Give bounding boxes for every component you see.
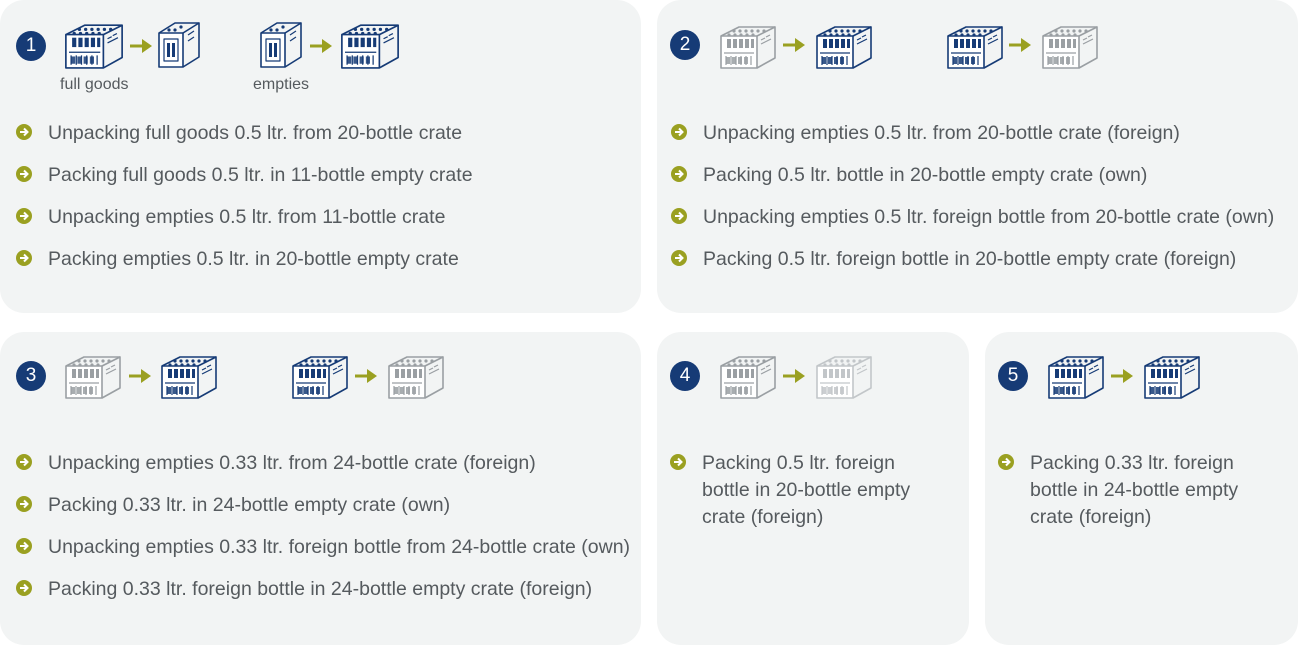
list-item: Packing 0.33 ltr. foreign bottle in 24-b… (998, 450, 1268, 531)
panel-number-badge: 4 (670, 361, 700, 391)
list-item: Packing full goods 0.5 ltr. in 11-bottle… (16, 162, 473, 189)
arrow-right-icon (1009, 37, 1033, 53)
panel-5: 5 Packing 0.33 ltr. foreign bottle in 24… (985, 332, 1298, 645)
own-crate-icon (1045, 352, 1107, 400)
arrow-bullet-icon (16, 538, 32, 554)
panel-1: 1 full goods empties Unpacking full good… (0, 0, 641, 313)
arrow-right-icon (783, 368, 807, 384)
arrow-bullet-icon (671, 166, 687, 182)
arrow-right-icon (310, 38, 334, 54)
panel-2: 2 Unpacking empties 0.5 ltr. from 20-bot… (657, 0, 1298, 313)
list-item: Packing 0.5 ltr. foreign bottle in 20-bo… (670, 450, 940, 531)
panel-number-badge: 1 (16, 31, 46, 61)
item-list: Packing 0.33 ltr. foreign bottle in 24-b… (998, 450, 1268, 546)
full-crate-icon (338, 20, 402, 70)
list-item: Unpacking full goods 0.5 ltr. from 20-bo… (16, 120, 473, 147)
arrow-bullet-icon (671, 124, 687, 140)
arrow-right-icon (130, 38, 154, 54)
own-crate-icon (289, 352, 351, 400)
arrow-bullet-icon (16, 124, 32, 140)
foreign-crate-icon (1039, 22, 1101, 70)
arrow-bullet-icon (16, 250, 32, 266)
foreign-crate-icon (813, 352, 875, 400)
list-item: Unpacking empties 0.33 ltr. foreign bott… (16, 534, 630, 561)
list-item: Unpacking empties 0.5 ltr. from 20-bottl… (671, 120, 1274, 147)
arrow-bullet-icon (671, 208, 687, 224)
item-list: Unpacking full goods 0.5 ltr. from 20-bo… (16, 120, 473, 288)
list-item: Packing 0.33 ltr. foreign bottle in 24-b… (16, 576, 630, 603)
small-crate-icon (258, 18, 304, 70)
item-list: Unpacking empties 0.5 ltr. from 20-bottl… (671, 120, 1274, 288)
full-goods-label: full goods (60, 76, 129, 93)
own-crate-icon (944, 22, 1006, 70)
own-crate-icon (1141, 352, 1203, 400)
panel-4: 4 Packing 0.5 ltr. foreign bottle in 20-… (657, 332, 969, 645)
arrow-bullet-icon (16, 166, 32, 182)
list-item: Packing 0.5 ltr. bottle in 20-bottle emp… (671, 162, 1274, 189)
small-crate-icon (156, 18, 202, 70)
panel-number-badge: 5 (998, 361, 1028, 391)
foreign-crate-icon (62, 352, 124, 400)
panel-3: 3 Unpacking empties 0.33 ltr. from 24-bo… (0, 332, 641, 645)
arrow-right-icon (783, 37, 807, 53)
arrow-bullet-icon (671, 250, 687, 266)
list-item: Unpacking empties 0.5 ltr. foreign bottl… (671, 204, 1274, 231)
arrow-bullet-icon (16, 208, 32, 224)
panel-number-badge: 2 (670, 30, 700, 60)
list-item: Unpacking empties 0.33 ltr. from 24-bott… (16, 450, 630, 477)
arrow-right-icon (129, 368, 153, 384)
arrow-bullet-icon (16, 454, 32, 470)
item-list: Unpacking empties 0.33 ltr. from 24-bott… (16, 450, 630, 618)
own-crate-icon (158, 352, 220, 400)
foreign-crate-icon (385, 352, 447, 400)
item-list: Packing 0.5 ltr. foreign bottle in 20-bo… (670, 450, 940, 546)
list-item: Unpacking empties 0.5 ltr. from 11-bottl… (16, 204, 473, 231)
panel-number-badge: 3 (16, 361, 46, 391)
empties-label: empties (253, 76, 310, 93)
full-crate-icon (62, 20, 126, 70)
arrow-bullet-icon (670, 454, 686, 470)
foreign-crate-icon (717, 352, 779, 400)
arrow-right-icon (1111, 368, 1135, 384)
own-crate-icon (813, 22, 875, 70)
arrow-bullet-icon (998, 454, 1014, 470)
list-item: Packing 0.5 ltr. foreign bottle in 20-bo… (671, 246, 1274, 273)
foreign-crate-icon (717, 22, 779, 70)
list-item: Packing empties 0.5 ltr. in 20-bottle em… (16, 246, 473, 273)
arrow-right-icon (355, 368, 379, 384)
arrow-bullet-icon (16, 496, 32, 512)
list-item: Packing 0.33 ltr. in 24-bottle empty cra… (16, 492, 630, 519)
arrow-bullet-icon (16, 580, 32, 596)
